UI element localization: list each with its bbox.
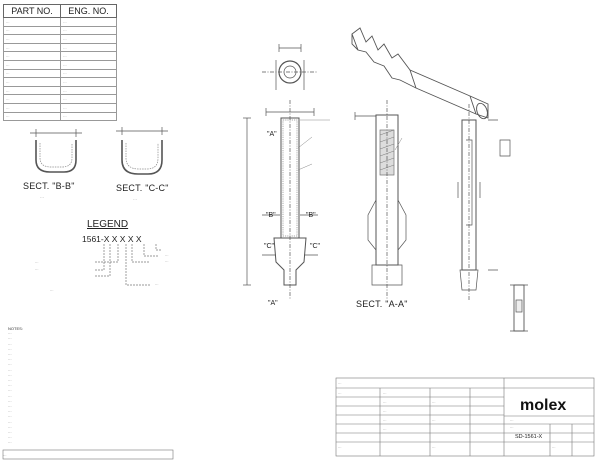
document-status-bar: …: [3, 453, 7, 457]
table-row: ……: [2, 111, 117, 122]
title-field: …: [432, 400, 436, 404]
section-a-label: SECT. "A-A": [356, 299, 408, 309]
section-a-side-view: [354, 100, 407, 300]
title-description-2: …: [510, 425, 514, 429]
title-field: …: [383, 418, 387, 422]
section-c-profile: [116, 127, 168, 175]
note-line: …: [8, 378, 12, 383]
title-field: …: [338, 381, 342, 385]
note-line: …: [8, 357, 12, 362]
note-line: …: [8, 388, 12, 393]
title-field: …: [383, 409, 387, 413]
title-field: …: [338, 445, 342, 449]
top-end-view: [262, 44, 318, 90]
title-field: …: [383, 391, 387, 395]
legend-note-right-2: …: [165, 259, 169, 263]
note-line: …: [8, 435, 12, 440]
note-line: …: [8, 424, 12, 429]
note-line: …: [8, 346, 12, 351]
leader-lines: [297, 119, 403, 171]
title-block-grid: [2, 377, 595, 460]
note-line: …: [8, 383, 12, 388]
legend-note-finish: …: [155, 282, 159, 286]
terminal-side-view: [457, 104, 511, 300]
note-line: …: [8, 372, 12, 377]
legend-note-right-1: …: [165, 253, 169, 257]
document-number: SD-1561-X: [515, 434, 543, 440]
plating-hatch: [379, 129, 395, 171]
callout-a-bottom: "A": [268, 300, 278, 307]
callout-b-right: "B": [306, 212, 316, 219]
title-field: …: [383, 427, 387, 431]
callout-c-right: "C": [310, 243, 321, 250]
part-number-table: PART NO. ENG. NO. …… …… …… …… …… …… …… ……: [2, 4, 117, 122]
title-field: …: [338, 391, 342, 395]
title-field: …: [432, 445, 436, 449]
legend-note-left-1: …: [35, 260, 39, 264]
note-line: …: [8, 367, 12, 372]
legend-title: LEGEND: [87, 219, 129, 230]
section-b-label: SECT. "B-B": [23, 181, 75, 191]
note-line: …: [8, 352, 12, 357]
part-no-cell: …: [2, 111, 62, 122]
isometric-terminal: [351, 27, 489, 120]
callout-a-top: "A": [267, 131, 277, 138]
note-line: …: [8, 336, 12, 341]
part-no-header: PART NO.: [2, 4, 62, 18]
section-b-profile: [30, 129, 82, 173]
legend-code: 1561-X X X X X: [82, 234, 142, 244]
section-b-scale: …: [40, 194, 44, 199]
note-line: …: [8, 409, 12, 414]
title-field: …: [552, 445, 556, 449]
legend-brackets: [95, 244, 162, 286]
drawing-notes: NOTES: … … … … … … … … … … … … … … … … ……: [8, 326, 313, 446]
title-description-1: …: [510, 418, 514, 422]
note-line: …: [8, 341, 12, 346]
legend-note-left-2: …: [35, 267, 39, 271]
company-logo: molex: [520, 397, 567, 414]
note-line: …: [8, 414, 12, 419]
eng-no-header: ENG. NO.: [60, 4, 117, 18]
title-field: …: [383, 400, 387, 404]
note-line: …: [8, 440, 12, 445]
section-c-scale: …: [133, 196, 137, 201]
eng-no-cell: …: [60, 111, 117, 122]
alternate-cutoff-detail: [510, 284, 528, 332]
callout-b-left: "B": [266, 212, 276, 219]
callout-c-left: "C": [264, 243, 275, 250]
note-line: …: [8, 398, 12, 403]
note-line: …: [8, 362, 12, 367]
note-line: …: [8, 331, 12, 336]
note-line: …: [8, 430, 12, 435]
note-line: …: [8, 393, 12, 398]
notes-title: NOTES:: [8, 326, 23, 331]
legend-note-left-3: …: [50, 288, 54, 292]
terminal-front-view: [243, 100, 318, 300]
note-line: …: [8, 404, 12, 409]
title-field: …: [432, 418, 436, 422]
section-c-label: SECT. "C-C": [116, 183, 169, 193]
note-line: …: [8, 419, 12, 424]
